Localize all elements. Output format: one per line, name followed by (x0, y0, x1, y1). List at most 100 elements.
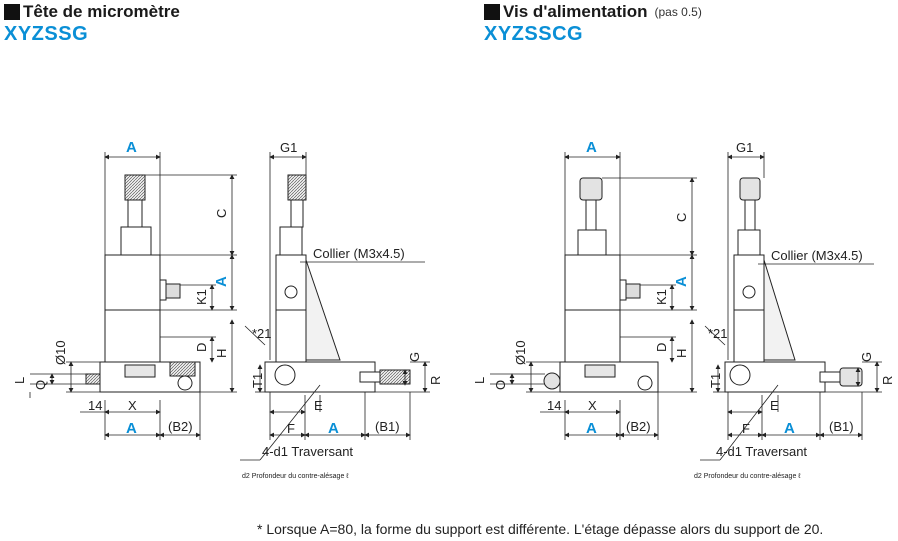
r-dim-G: G (859, 352, 874, 362)
left-side-view (264, 174, 411, 393)
right-title: Vis d'alimentation (pas 0.5) (484, 2, 702, 22)
right-z-upper (564, 254, 621, 311)
dim-G1: G1 (280, 140, 297, 155)
r-dim-E: E (770, 398, 779, 413)
collar-label: Collier (M3x4.5) (313, 246, 405, 261)
right-front-dims (490, 152, 697, 440)
r-side-upper (737, 229, 761, 256)
micrometer-head (124, 174, 146, 201)
r-side-z (733, 254, 765, 311)
r-counterbore-label: d2 Profondeur du contre-alésage ℓ (694, 473, 801, 480)
r-side-z-lower (733, 309, 765, 363)
r-dim-O: O (493, 380, 508, 390)
dim-E: E (314, 398, 323, 413)
dim-14: 14 (88, 398, 102, 413)
r-dim-B2: (B2) (626, 419, 651, 434)
left-title: Tête de micromètre (4, 2, 180, 22)
r-side-knob-round (729, 364, 751, 386)
dim-B1: (B1) (375, 419, 400, 434)
right-side-view (724, 177, 863, 393)
z-clamp (159, 279, 167, 301)
r-side-y-knob (839, 367, 863, 387)
r-dim-G1: G1 (736, 140, 753, 155)
side-z-stage-lower (275, 309, 307, 363)
r-dim-T1: T1 (708, 373, 723, 388)
right-title-text: Vis d'alimentation (503, 2, 648, 21)
dim-A-side-bottom: A (328, 420, 339, 437)
dim-B2: (B2) (168, 419, 193, 434)
r-dim-phi10: Ø10 (513, 340, 528, 365)
dim-Q: Q (33, 380, 48, 390)
right-model: XYZSSCG (484, 23, 584, 45)
feed-screw-shaft (585, 199, 597, 231)
r-dim-H: H (674, 349, 689, 358)
r-dim-D: D (654, 343, 669, 352)
dim-T1: T1 (250, 373, 265, 388)
y-micrometer-head (85, 373, 101, 385)
left-front-view (85, 174, 201, 393)
r-dim-A-side-bottom: A (784, 420, 795, 437)
right-subtitle: (pas 0.5) (654, 5, 702, 19)
left-side-labels: G1 Collier (M3x4.5) *21 G R T1 E F A (B1… (242, 140, 443, 480)
r-dim-B1: (B1) (829, 419, 854, 434)
dim-F: F (287, 421, 295, 436)
r-through-hole-label: 4-d1 Traversant (716, 444, 807, 459)
right-x-knob (637, 375, 653, 391)
left-side-dims (240, 152, 430, 461)
feed-knob (579, 177, 603, 201)
left-header: Tête de micromètre XYZSSG (4, 2, 180, 46)
side-z-stage (275, 254, 307, 311)
right-header: Vis d'alimentation (pas 0.5) XYZSSCG (484, 2, 702, 46)
right-y-knob (543, 372, 561, 390)
r-dim-21: *21 (708, 326, 728, 341)
r-dim-L: L (472, 377, 487, 384)
right-clamp-knob (625, 283, 641, 299)
dim-A-bottom: A (126, 420, 137, 437)
side-y-micrometer (379, 369, 411, 385)
dim-G: G (407, 352, 422, 362)
dim-K1: K1 (194, 289, 209, 305)
r-side-knob (739, 177, 761, 201)
right-stage-upper (577, 229, 607, 256)
through-hole-label: 4-d1 Traversant (262, 444, 353, 459)
dim-H: H (214, 349, 229, 358)
left-front-labels: A C A K1 D H Ø10 Q L 14 X A (B2) (12, 139, 230, 437)
dim-C: C (214, 209, 229, 218)
x-micrometer-head (169, 361, 196, 377)
r-side-shaft (744, 199, 756, 231)
footnote: * Lorsque A=80, la forme du support est … (257, 521, 824, 537)
dim-A-side: A (213, 276, 230, 287)
support-bracket (305, 259, 341, 361)
side-knob (274, 364, 296, 386)
right-front-view (543, 177, 659, 393)
right-xy-carriage (584, 364, 616, 378)
r-dim-C: C (674, 213, 689, 222)
dim-D: D (194, 343, 209, 352)
side-micrometer-sleeve (290, 199, 304, 228)
r-side-clamp (742, 285, 756, 299)
r-dim-14: 14 (547, 398, 561, 413)
z-clamp-knob (165, 283, 181, 299)
r-dim-A-bottom: A (586, 420, 597, 437)
stage-upper (120, 226, 152, 256)
xy-carriage (124, 364, 156, 378)
r-side-shaft-y (819, 371, 841, 383)
x-knob (177, 375, 193, 391)
r-dim-X: X (588, 398, 597, 413)
r-dim-F: F (742, 421, 750, 436)
side-micrometer-head (287, 174, 307, 201)
dim-R: R (428, 376, 443, 385)
right-clamp (619, 279, 627, 301)
side-clamp (284, 285, 298, 299)
r-dim-A-top: A (586, 139, 597, 156)
black-square-icon (4, 4, 20, 20)
micrometer-sleeve (127, 199, 143, 228)
r-support-bracket (763, 259, 796, 361)
dim-L: L (12, 377, 27, 384)
left-front-dims (29, 152, 237, 440)
counterbore-label: d2 Profondeur du contre-alésage ℓ (242, 473, 349, 480)
right-side-labels: G1 Collier (M3x4.5) *21 G R T1 E F A (B1… (694, 140, 895, 480)
dim-A-top: A (126, 139, 137, 156)
z-stage-lower (104, 309, 161, 366)
